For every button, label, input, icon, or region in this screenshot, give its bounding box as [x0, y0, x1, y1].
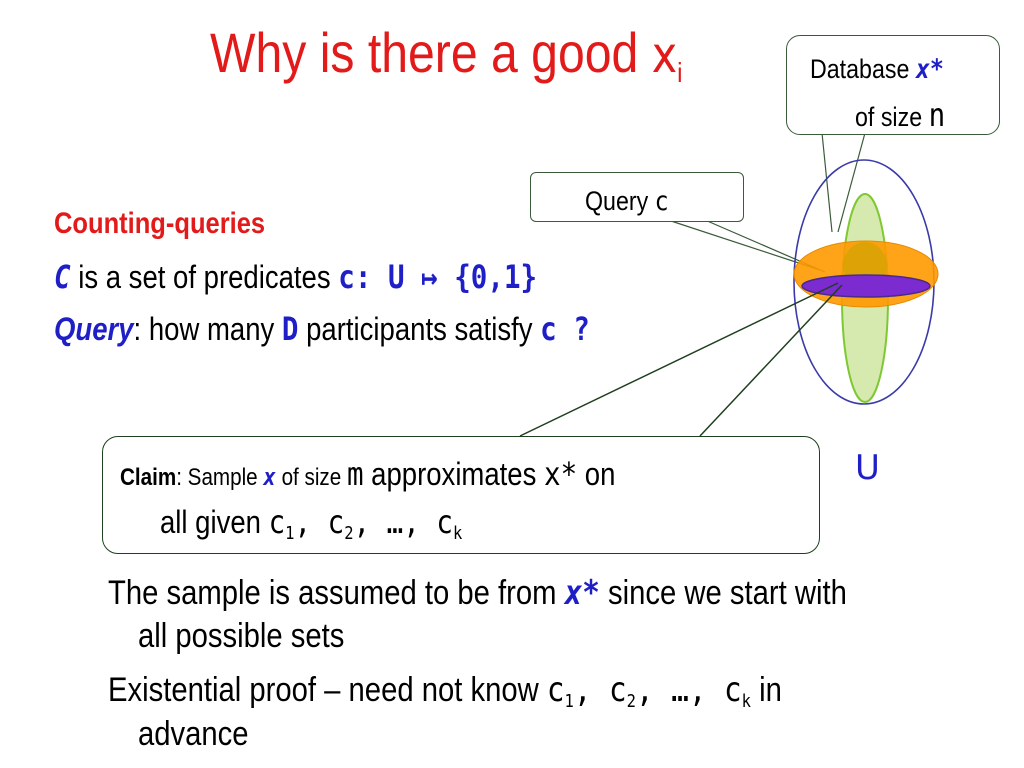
db-label: Database [810, 54, 916, 84]
claim-line1: Claim: Sample x of size m approximates x… [120, 455, 615, 493]
title-sub: i [677, 57, 683, 88]
claim-t1: : Sample [176, 464, 264, 491]
claim-xstar: x* [544, 455, 578, 493]
predicates-text: is a set of predicates [70, 259, 339, 295]
claim-sep1: , [294, 503, 328, 541]
claim-s2: 2 [344, 523, 354, 544]
query-var: c [654, 186, 669, 217]
bullet1-part1: The sample is assumed to be from [108, 574, 565, 612]
bullet2-sep2: , [635, 670, 672, 710]
claim-ck: c [436, 503, 453, 541]
claim-s1: 1 [285, 523, 295, 544]
bullet2-line2: advance [138, 715, 249, 753]
db-callout-line1: Database x* [810, 54, 944, 85]
query-text: : how many [133, 311, 282, 347]
query-text2: participants satisfy [298, 311, 541, 347]
claim-line2: all given c1, c2, …, ck [160, 503, 462, 544]
d-var: D [281, 310, 299, 348]
query-callout-text: Query c [585, 186, 669, 217]
bullet2-s2: 2 [626, 691, 636, 712]
bullet2-c1: c [546, 670, 565, 710]
bullet2-ck: c [724, 670, 742, 710]
counting-queries-heading: Counting-queries [54, 207, 266, 240]
bullet1-part2: since we start with [599, 574, 847, 612]
claim-t4: on [577, 456, 616, 492]
claim-label: Claim [120, 464, 177, 491]
bullet1-line2: all possible sets [138, 617, 345, 655]
claim-c1: c [268, 503, 286, 541]
db-var: x* [915, 54, 944, 85]
claim-pointer [519, 282, 843, 437]
db-size-label: of size [855, 102, 929, 132]
claim-c2: c [327, 503, 345, 541]
title-var: x [651, 26, 678, 84]
claim-sep2: , [353, 503, 387, 541]
claim-t5: all given [160, 504, 269, 540]
db-pointer [821, 132, 866, 233]
bullet2-sk: k [741, 691, 751, 712]
claim-callout [102, 436, 820, 554]
slide-title: Why is there a good xi [210, 20, 683, 89]
claim-sep3: , [403, 503, 437, 541]
predicate-map: c: U ↦ {0,1} [338, 258, 538, 296]
bullet2-line1: Existential proof – need not know c1, c2… [108, 670, 782, 712]
bullet2-c2: c [609, 670, 627, 710]
claim-ellipsis: … [386, 503, 404, 541]
title-text: Why is there a good [210, 21, 652, 84]
claim-m: m [346, 455, 364, 493]
db-size-var: n [928, 96, 946, 134]
bullet2-part2: in [750, 671, 782, 709]
sample-ellipse [801, 274, 931, 298]
claim-t3: approximates [363, 456, 545, 492]
bullet2-s1: 1 [564, 691, 574, 712]
query-term: Query [54, 311, 134, 347]
universe-label: U [855, 448, 880, 488]
c-query-var: c ? [540, 310, 590, 348]
bullet1-line1: The sample is assumed to be from x* sinc… [108, 573, 847, 613]
claim-sk: k [452, 523, 463, 544]
bullet1-var: x* [564, 573, 600, 613]
bullet2-part1: Existential proof – need not know [108, 671, 547, 709]
predicates-line: C is a set of predicates c: U ↦ {0,1} [54, 258, 537, 296]
claim-x: x [263, 463, 276, 491]
c-set-var: C [54, 258, 71, 296]
db-callout-line2: of size n [855, 96, 945, 134]
claim-t2: of size [275, 464, 347, 491]
database-callout [786, 35, 1000, 135]
query-label: Query [585, 186, 655, 216]
bullet2-sep3: , [688, 670, 725, 710]
bullet2-sep1: , [573, 670, 610, 710]
query-callout [530, 172, 744, 222]
query-line: Query: how many D participants satisfy c… [54, 310, 590, 348]
bullet2-ellipsis: … [671, 670, 689, 710]
